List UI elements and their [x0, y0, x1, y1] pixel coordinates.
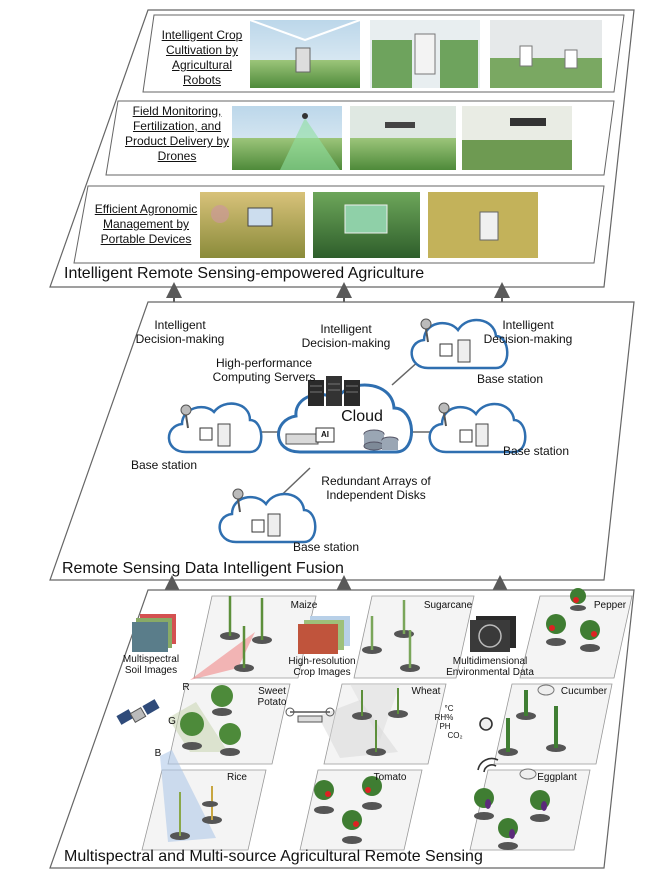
drone-field-photo-1 — [232, 106, 342, 170]
wifi-sensor-icon — [477, 717, 499, 773]
computing-servers-icon — [308, 376, 360, 406]
blue-band-beam — [160, 750, 216, 842]
pepper-plants — [546, 588, 600, 652]
drones-label: Field Monitoring, Fertilization, and Pro… — [124, 104, 230, 163]
base-station-label-left: Base station — [130, 458, 198, 472]
maize-label: Maize — [290, 600, 318, 611]
base-station-label-right: Base station — [502, 444, 570, 458]
drone-field-photo-3 — [462, 106, 572, 170]
top-layer-title: Intelligent Remote Sensing-empowered Agr… — [64, 265, 425, 282]
base-station-cloud-bottom — [218, 488, 317, 544]
drone-field-photo-2 — [350, 106, 456, 170]
ai-chip-label: AI — [321, 430, 329, 439]
device-photo-1 — [200, 192, 305, 258]
satellite-icon — [116, 699, 160, 725]
sensor-rh-label: RH% — [434, 713, 454, 722]
tomato-label: Tomato — [373, 772, 407, 783]
middle-layer-title: Remote Sensing Data Intelligent Fusion — [62, 560, 344, 577]
band-r-label: R — [182, 682, 190, 693]
pepper-label: Pepper — [593, 600, 627, 611]
crop-images-icon — [298, 616, 350, 654]
red-band-beam — [190, 632, 255, 680]
robot-greenhouse-photo-2 — [370, 20, 480, 88]
network-switch-icon — [285, 433, 319, 445]
band-b-label: B — [154, 748, 162, 759]
sweet-potato-plants — [180, 685, 241, 756]
robots-label: Intelligent Crop Cultivation by Agricult… — [161, 28, 243, 87]
eggplant-label: Eggplant — [537, 772, 577, 783]
base-station-cloud-left — [167, 402, 263, 454]
sugarcane-label: Sugarcane — [423, 600, 473, 611]
cucumber-plants — [498, 690, 566, 756]
base-station-label-top-right: Base station — [476, 372, 544, 386]
drone-scan-beam — [318, 700, 398, 758]
raid-disks-icon — [363, 429, 399, 451]
base-station-label-bottom: Base station — [292, 540, 360, 554]
rice-label: Rice — [226, 772, 247, 783]
band-g-label: G — [168, 716, 176, 727]
maize-plants — [220, 596, 272, 672]
base-station-cloud-right — [428, 402, 527, 454]
crop-tiles — [141, 595, 633, 851]
cucumber-sensor-icon — [537, 684, 555, 696]
sensor-ph-label: PH — [439, 722, 451, 731]
robot-greenhouse-photo-1 — [249, 19, 361, 88]
eggplant-sensor-icon — [519, 768, 537, 780]
cloud-label: Cloud — [341, 408, 383, 425]
wheat-plants — [352, 688, 408, 756]
ai-chip-icon — [315, 427, 335, 443]
drone-icon — [285, 707, 335, 723]
soil-images-icon — [132, 614, 176, 652]
rice-plants — [170, 786, 222, 840]
cucumber-label: Cucumber — [560, 686, 608, 697]
bottom-layer-title: Multispectral and Multi-source Agricultu… — [64, 848, 483, 865]
environmental-data-icon — [470, 616, 516, 652]
central-cloud — [277, 376, 413, 454]
sugarcane-plants — [362, 600, 420, 672]
sensor-co2-label: CO₂ — [447, 731, 463, 740]
sensor-temp-label: °C — [444, 704, 454, 713]
robot-greenhouse-photo-3 — [490, 20, 602, 88]
wheat-label: Wheat — [411, 686, 441, 697]
tomato-plants — [314, 776, 382, 844]
device-photo-2 — [313, 192, 420, 258]
device-photo-3 — [428, 192, 538, 258]
base-station-cloud-top-right — [410, 318, 509, 370]
devices-label: Efficient Agronomic Management by Portab… — [94, 202, 198, 246]
eggplant-plants — [474, 788, 550, 850]
